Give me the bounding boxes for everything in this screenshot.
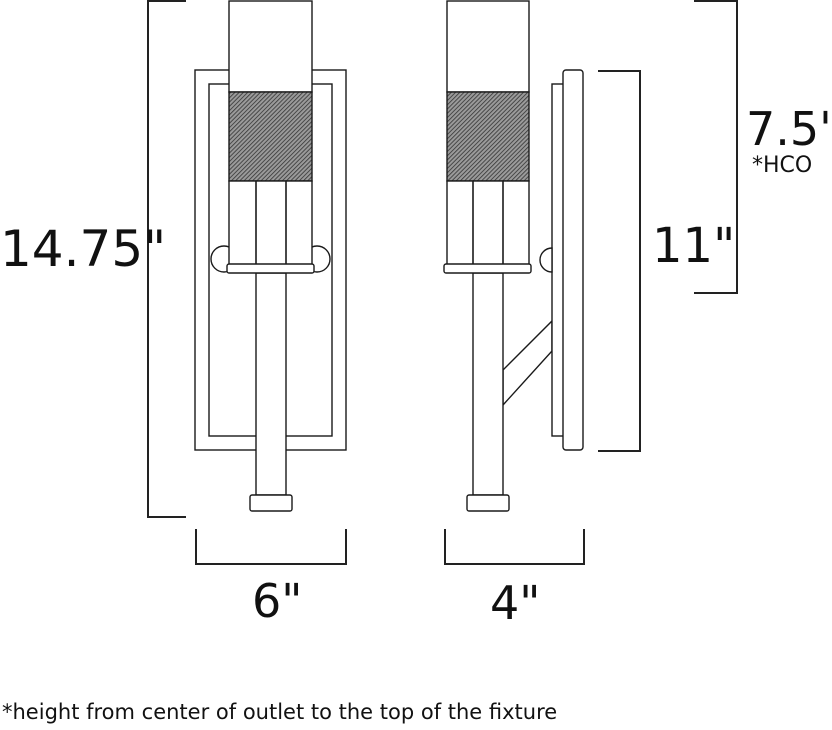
depth-bracket <box>444 529 585 565</box>
hco-height-label: 7.5" <box>746 102 832 156</box>
side-view <box>443 0 584 512</box>
base-cap <box>249 494 293 512</box>
stem <box>255 272 287 496</box>
height-bracket <box>147 0 186 518</box>
arm <box>502 319 553 407</box>
side-ring-bar <box>443 263 532 274</box>
overall-height-label: 14.75" <box>0 220 167 278</box>
hco-label: *HCO <box>752 153 813 178</box>
front-view <box>194 0 347 512</box>
side-plate-outer <box>562 69 584 451</box>
side-shade-hatched-band <box>446 91 530 182</box>
half-ball <box>539 247 553 273</box>
side-shade-top <box>446 0 530 93</box>
width-bracket <box>195 529 347 565</box>
shade-hatched-band <box>228 91 313 182</box>
backplate-height-label: 11" <box>652 218 736 274</box>
footnote: *height from center of outlet to the top… <box>2 700 558 724</box>
backplate-bracket <box>598 70 641 452</box>
ring-bar <box>226 263 315 274</box>
side-depth-label: 4" <box>490 576 541 630</box>
shade-top <box>228 0 313 93</box>
side-shade-lower <box>446 180 530 266</box>
hco-bracket <box>694 0 738 294</box>
side-base-cap <box>466 494 510 512</box>
side-plate-inner <box>551 83 565 437</box>
front-width-label: 6" <box>252 574 303 628</box>
shade-lower <box>228 180 313 266</box>
side-stem <box>472 272 504 496</box>
